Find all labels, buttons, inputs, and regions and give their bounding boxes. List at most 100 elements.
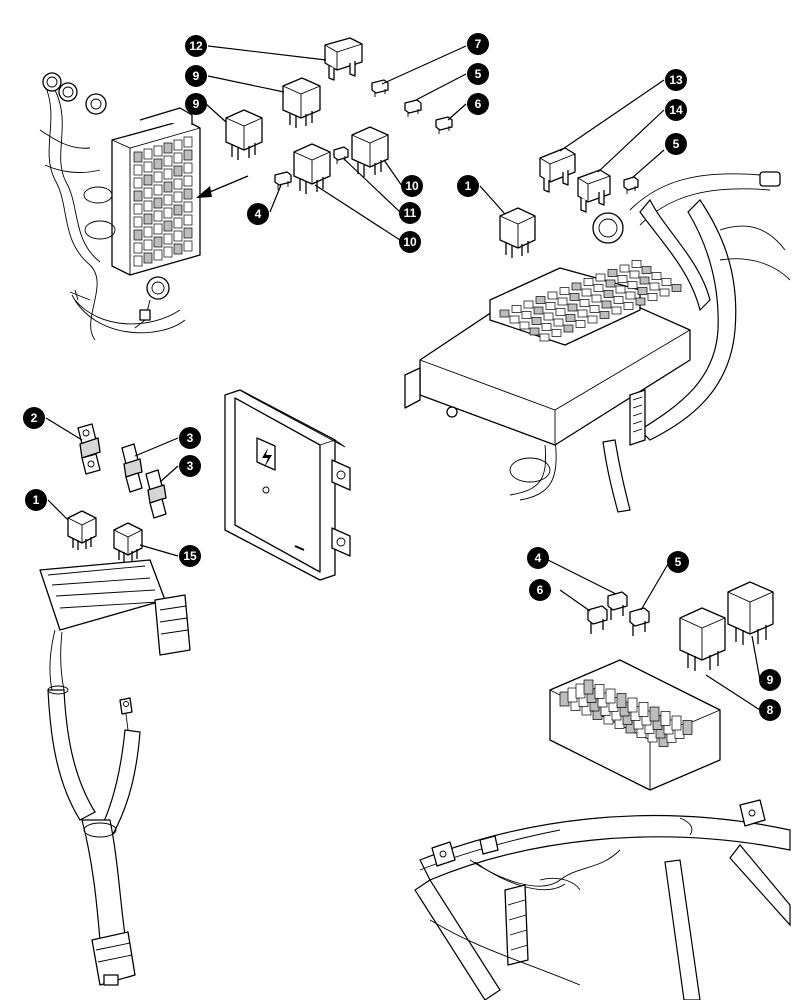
callout-circle [399,231,421,253]
callout-circle [665,99,687,121]
callout-circle [529,579,551,601]
fuse-link-3-a [121,443,143,493]
callout-13: 13 [665,69,687,91]
callout-circle [185,65,207,87]
callout-number: 5 [475,67,482,81]
cab-fuse-box-assembly [404,147,791,513]
callout-5: 5 [667,551,689,573]
callout-circle [23,407,45,429]
callout-circle [467,33,489,55]
callout-number: 5 [673,137,680,151]
callout-9: 9 [759,669,781,691]
control-unit-housing [224,389,351,581]
callout-6: 6 [467,93,489,115]
fuse-link-3-b [145,469,167,519]
relay-1-left [67,510,97,550]
fuse-link-2 [77,423,101,475]
lower-harness-assembly [39,559,191,986]
callout-2: 2 [23,407,45,429]
callout-4: 4 [527,547,549,569]
harness-fuse-box-assembly [39,72,249,341]
relay-socket-grid [499,260,682,342]
relay-9-center [282,77,321,128]
callout-circle [179,545,201,567]
callout-circle [527,547,549,569]
callout-number: 9 [193,97,200,111]
callout-circle [665,69,687,91]
callout-circle [179,455,201,477]
maxi-fuse-14 [577,169,611,213]
callout-number: 3 [187,431,194,445]
callout-6: 6 [529,579,551,601]
mini-fuse-6 [587,605,608,634]
callout-number: 8 [767,703,774,717]
callout-5: 5 [467,63,489,85]
callout-number: 4 [535,551,542,565]
callout-number: 9 [193,69,200,83]
cab-frame-harness [414,799,791,1000]
callout-circle [665,133,687,155]
callout-1: 1 [25,489,47,511]
callout-number: 3 [187,459,194,473]
callout-number: 11 [404,206,417,220]
fuse-box-grid [133,136,193,267]
callout-circle [399,202,421,224]
callout-number: 9 [767,673,774,687]
callout-8: 8 [759,699,781,721]
callout-circle [25,489,47,511]
maxi-fuse-12 [324,37,363,81]
callout-number: 4 [255,207,262,221]
callout-circle [401,175,423,197]
leader-lines [45,45,761,711]
callout-number: 5 [675,555,682,569]
callout-circle [759,669,781,691]
callout-7: 7 [467,33,489,55]
callout-circle [185,93,207,115]
callout-9: 9 [185,65,207,87]
callout-number: 7 [475,37,482,51]
relay-9-right [727,581,774,645]
callout-9: 9 [185,93,207,115]
callout-1: 1 [457,175,479,197]
callout-circle [467,63,489,85]
callout-10: 10 [399,231,421,253]
callout-circle [457,175,479,197]
callout-5: 5 [665,133,687,155]
callout-number: 6 [537,583,544,597]
callout-number: 13 [669,73,683,87]
callout-number: 15 [183,549,197,563]
relay-10-upper [351,126,389,177]
mini-fuse-5 [629,607,650,636]
callout-number: 10 [405,179,419,193]
callout-4: 4 [247,203,269,225]
callout-circle [179,427,201,449]
callout-circle [185,35,207,57]
callout-10: 10 [401,175,423,197]
callout-number: 1 [465,179,472,193]
maxi-fuse-13 [539,147,576,193]
connector-plug-a [42,72,107,115]
callout-number: 1 [33,493,40,507]
callout-12: 12 [185,35,207,57]
callout-3: 3 [179,427,201,449]
callout-circle [467,93,489,115]
relay-8 [679,607,726,671]
callout-number: 2 [31,411,38,425]
loose-relays-and-fuses [225,37,453,194]
callout-15: 15 [179,545,201,567]
callout-circle [667,551,689,573]
callout-circle [247,203,269,225]
callout-11: 11 [399,202,421,224]
pointer-arrow [204,175,249,195]
callout-14: 14 [665,99,687,121]
relay-1-right [499,207,536,258]
relay-block [549,659,721,791]
callout-3: 3 [179,455,201,477]
callout-circle [759,699,781,721]
callout-number: 6 [475,97,482,111]
callout-number: 12 [189,39,203,53]
relay-9-left [225,109,263,160]
callout-number: 10 [403,235,417,249]
